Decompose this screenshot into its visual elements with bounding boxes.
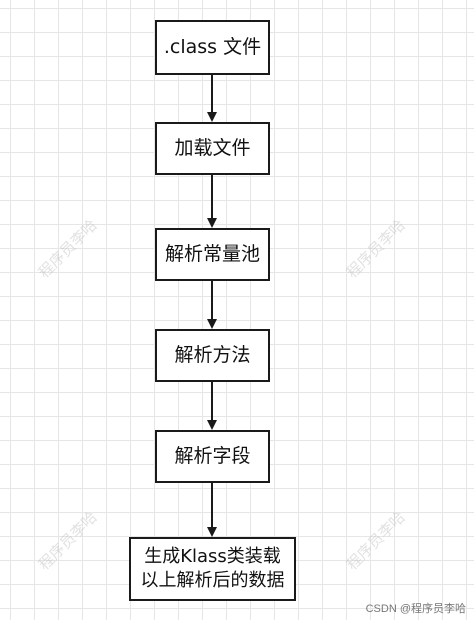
watermark-text: 程序员李哈 bbox=[342, 507, 409, 574]
node-label: 生成Klass类装载 以上解析后的数据 bbox=[140, 545, 285, 591]
node-label: 解析字段 bbox=[174, 444, 251, 467]
node-parse-constant-pool: 解析常量池 bbox=[155, 228, 270, 281]
footer-credit: CSDN @程序员李哈 bbox=[365, 603, 466, 615]
node-label: 解析方法 bbox=[174, 343, 251, 366]
watermark-text: 程序员李哈 bbox=[342, 215, 409, 282]
node-generate-klass: 生成Klass类装载 以上解析后的数据 bbox=[129, 537, 296, 601]
node-class-file: .class 文件 bbox=[155, 20, 270, 75]
node-parse-fields: 解析字段 bbox=[155, 430, 270, 483]
node-label: 解析常量池 bbox=[164, 242, 260, 265]
node-parse-methods: 解析方法 bbox=[155, 329, 270, 382]
node-load-file: 加载文件 bbox=[155, 122, 270, 175]
node-label: 加载文件 bbox=[174, 136, 251, 159]
watermark-text: 程序员李哈 bbox=[34, 215, 101, 282]
watermark-text: 程序员李哈 bbox=[34, 507, 101, 574]
node-label: .class 文件 bbox=[163, 35, 262, 58]
